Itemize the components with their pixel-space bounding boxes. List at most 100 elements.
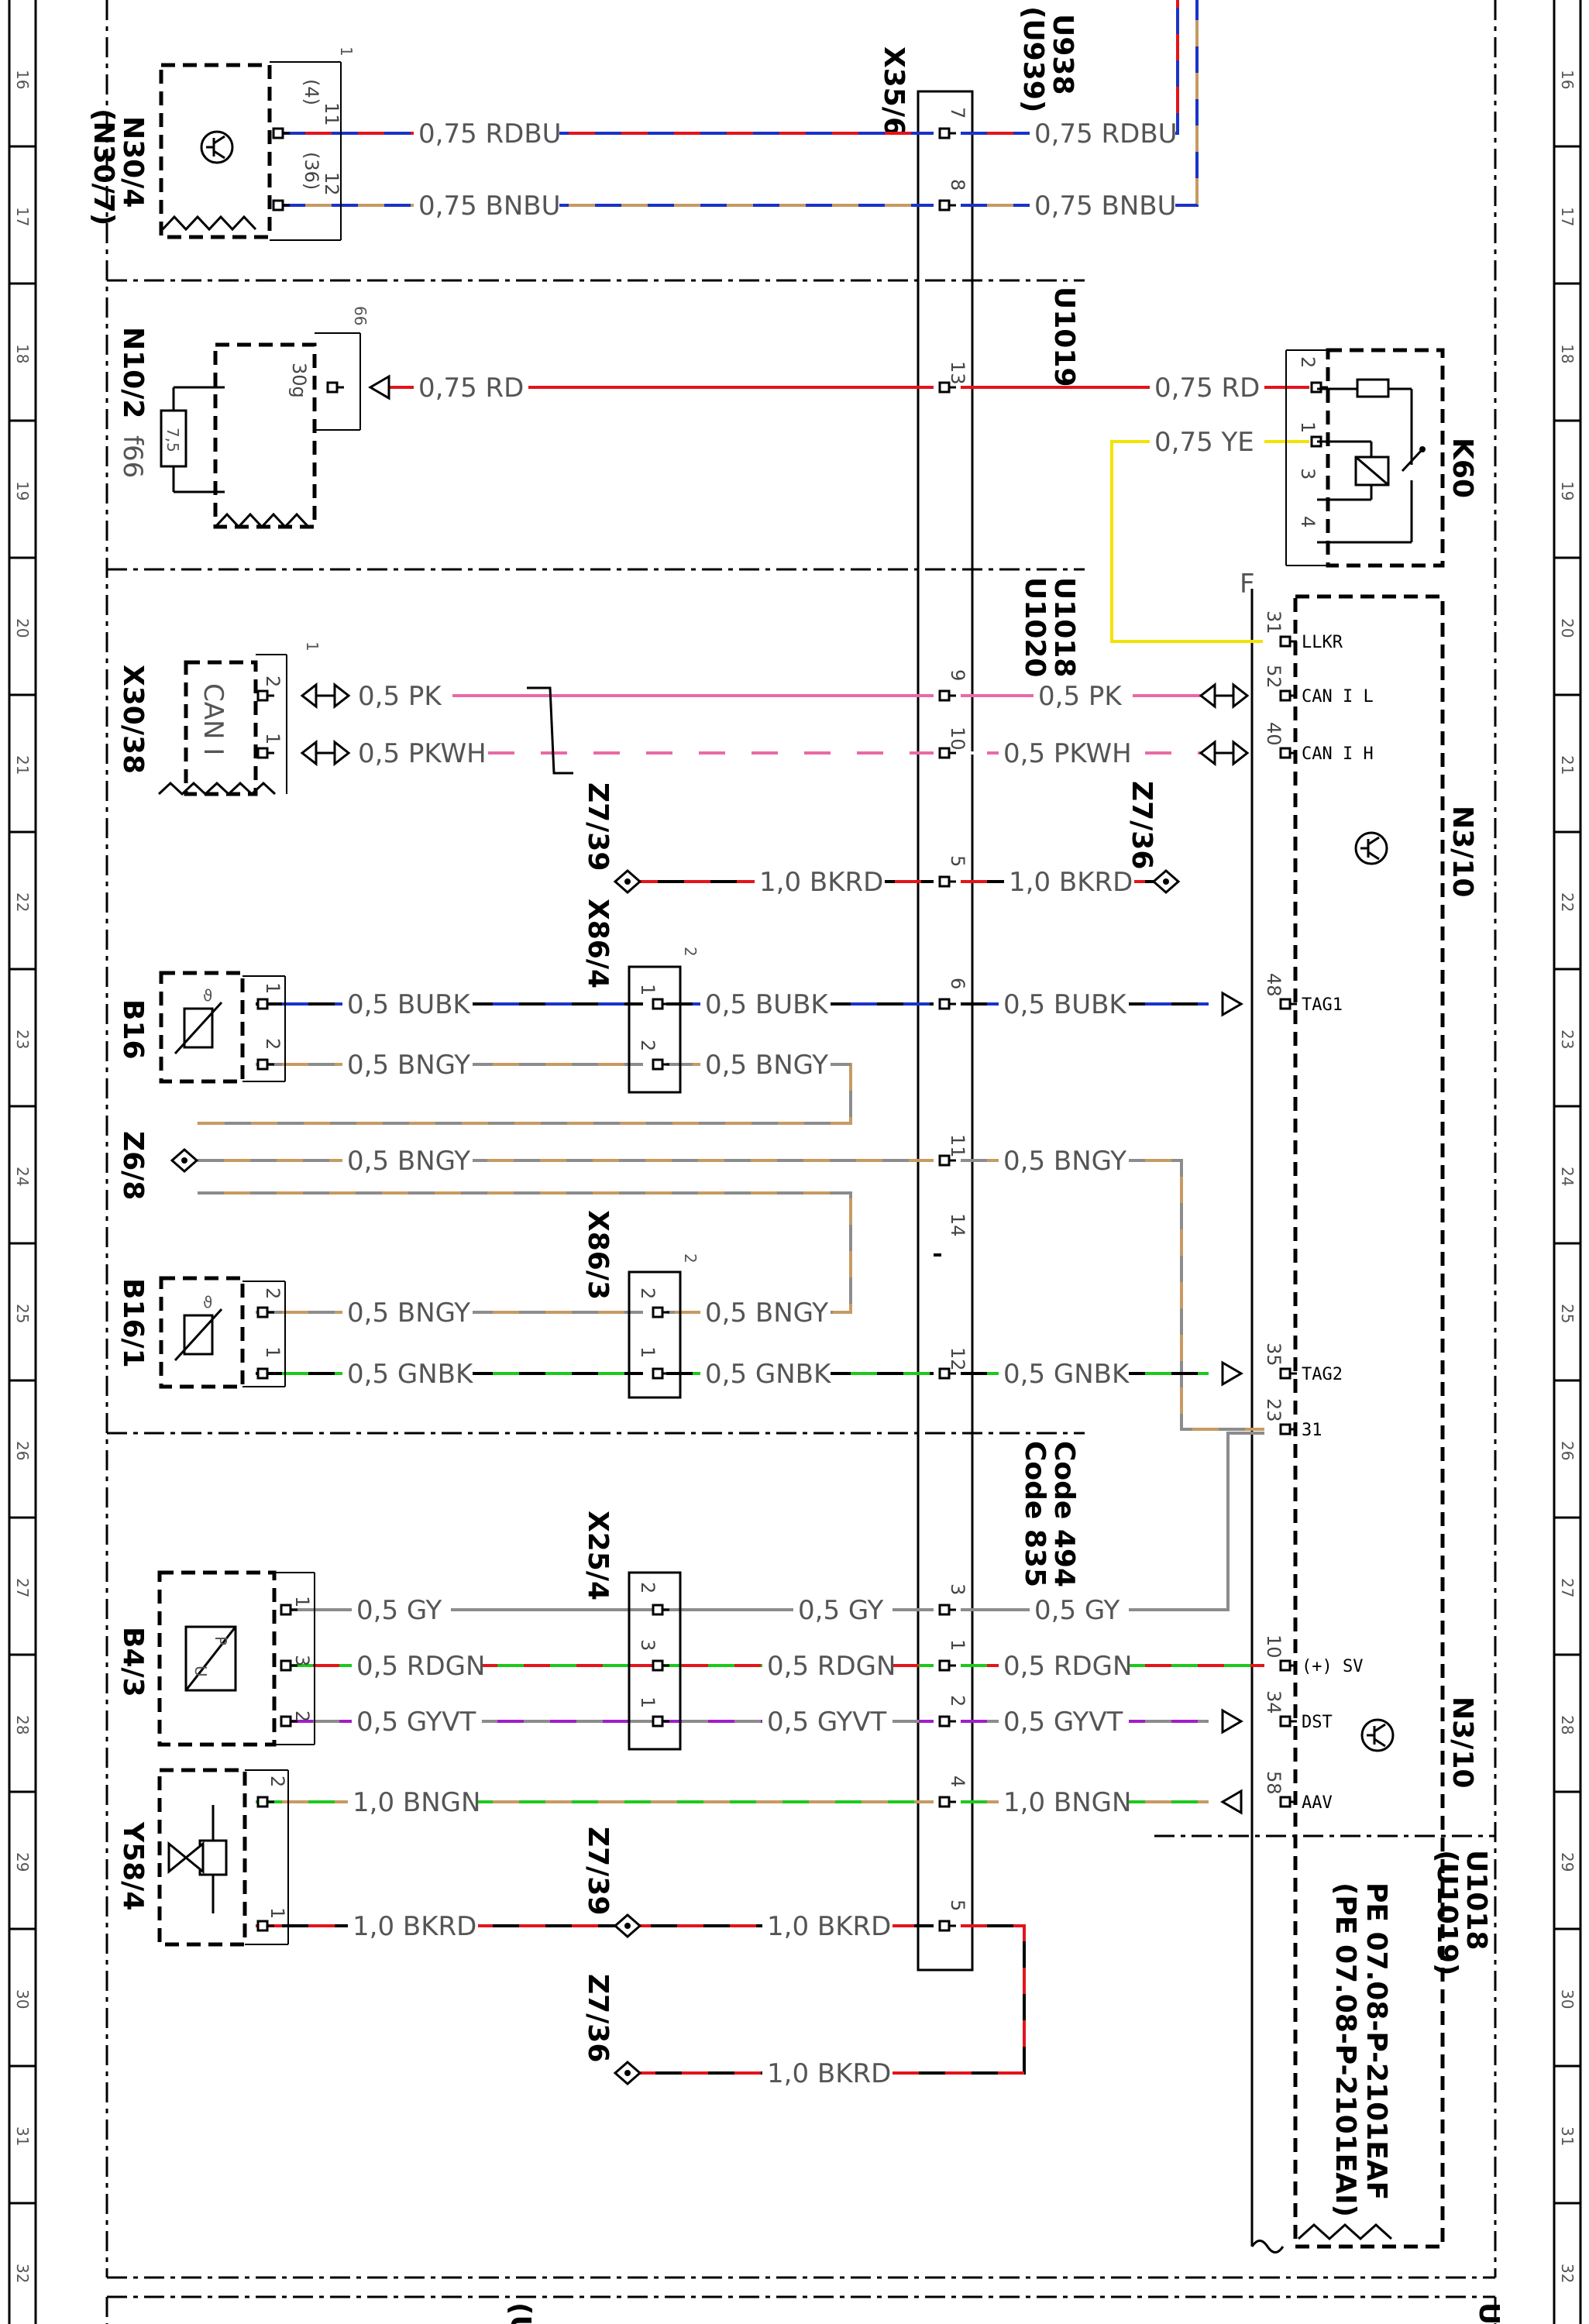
n30-4-ref: 1 bbox=[337, 46, 356, 57]
wire-bkrd bbox=[631, 1924, 1026, 2075]
x35-6-pin-number: 6 bbox=[947, 978, 968, 989]
n3-10-signal-label: AAV bbox=[1302, 1793, 1333, 1813]
k60-relay[interactable]: K60 2 1 3 4 bbox=[1285, 348, 1478, 568]
svg-text:1: 1 bbox=[637, 1697, 659, 1708]
n3-10-pin-number: 34 bbox=[1263, 1690, 1285, 1714]
output-arrow-icon bbox=[1221, 1789, 1243, 1814]
n3-10-pin-number: 35 bbox=[1263, 1342, 1285, 1367]
wire-label: 0,5 GY bbox=[798, 1595, 884, 1626]
svg-text:(36): (36) bbox=[301, 152, 322, 190]
svg-text:2: 2 bbox=[262, 1038, 284, 1050]
wires bbox=[170, 0, 1329, 2085]
x86-4-label: X86/4 bbox=[582, 899, 614, 988]
y58-4-valve[interactable]: Y58/4 2 1 bbox=[117, 1768, 289, 1947]
ruler-number: 31 bbox=[1558, 2126, 1577, 2146]
can-arrow-icon bbox=[1199, 683, 1249, 708]
x30-38-component[interactable]: CAN I X30/38 2 1 1 bbox=[117, 641, 322, 796]
wire-label: 0,5 BNGY bbox=[347, 1298, 470, 1329]
ruler-number: 20 bbox=[1558, 618, 1577, 638]
b16-label: B16 bbox=[117, 999, 149, 1060]
ruler-number: 27 bbox=[1558, 1578, 1577, 1597]
input-arrow-icon bbox=[1221, 1361, 1243, 1386]
x86-3-connector[interactable]: X86/3 2 2 1 bbox=[582, 1210, 700, 1399]
ruler-number: 30 bbox=[1558, 1989, 1577, 2009]
n3-10-unit[interactable]: F N3/10 N3/10 bbox=[1240, 569, 1478, 2254]
pin-terminal bbox=[938, 199, 958, 211]
wire-label: 0,5 BUBK bbox=[347, 989, 471, 1020]
x25-4-connector[interactable]: X25/4 2 3 1 bbox=[582, 1511, 682, 1751]
n3-10-label-bottom: N3/10 bbox=[1446, 1697, 1478, 1788]
wire-label: 0,5 BUBK bbox=[705, 989, 829, 1020]
ruler-number: 24 bbox=[13, 1167, 32, 1186]
splice-icon bbox=[614, 1913, 641, 1938]
wire-label: 0,75 YE bbox=[1154, 427, 1254, 458]
n3-10-label-top: N3/10 bbox=[1446, 806, 1478, 897]
ruler-number: 19 bbox=[1558, 481, 1577, 500]
svg-text:P: P bbox=[212, 1636, 230, 1645]
pin-terminal bbox=[256, 1058, 276, 1071]
x86-4-connector[interactable]: X86/4 2 1 2 bbox=[582, 899, 700, 1094]
n3-10-signal-label: CAN I H bbox=[1302, 744, 1374, 764]
wire-label: 0,5 GYVT bbox=[767, 1707, 887, 1738]
b4-3-label: B4/3 bbox=[117, 1627, 149, 1697]
x30-38-can-label: CAN I bbox=[198, 683, 229, 755]
n3-10-pin-number: 31 bbox=[1263, 610, 1285, 634]
pin-terminal bbox=[938, 998, 958, 1010]
z7-36-bot-label: Z7/36 bbox=[582, 1974, 614, 2062]
u1018-label: U1018 bbox=[1048, 577, 1080, 677]
u1019-label-b: (U1019) bbox=[1431, 1850, 1463, 1975]
svg-text:1: 1 bbox=[637, 1346, 659, 1358]
x35-6-pin-number: 12 bbox=[947, 1347, 968, 1371]
bottom-right-label: U bbox=[1473, 2302, 1505, 2324]
pin-terminal bbox=[938, 1659, 958, 1672]
ruler-number: 25 bbox=[1558, 1304, 1577, 1323]
x35-6-pin-number: 1 bbox=[947, 1639, 968, 1651]
ruler-number: 17 bbox=[13, 207, 32, 226]
wire-label: 0,75 RD bbox=[1154, 373, 1260, 404]
wire-label: 0,5 PK bbox=[358, 681, 442, 712]
note-line-2: (PE 07.08-P-2101EAI) bbox=[1329, 1882, 1361, 2217]
ruler-number: 32 bbox=[1558, 2264, 1577, 2283]
x35-6-pin-number: 13 bbox=[947, 361, 968, 385]
ruler-number: 16 bbox=[1558, 70, 1577, 89]
wire-label: 0,75 RD bbox=[418, 373, 524, 404]
svg-text:1: 1 bbox=[262, 982, 284, 994]
code-494-label: Code 494 bbox=[1048, 1441, 1080, 1587]
n3-10-pin-number: 10 bbox=[1263, 1635, 1285, 1659]
left-ruler bbox=[8, 0, 37, 2324]
n30-4-component[interactable]: N30/4 (N30/7) 1 11 (4) 12 (36) bbox=[88, 46, 356, 241]
wire-label: 1,0 BKRD bbox=[759, 867, 883, 898]
n30-4-label: N30/4 bbox=[117, 116, 149, 208]
n3-10-signal-label: (+) SV bbox=[1302, 1657, 1363, 1676]
pin-terminal bbox=[256, 747, 276, 759]
wire-label: 1,0 BKRD bbox=[353, 1911, 476, 1942]
svg-text:ϑ: ϑ bbox=[203, 986, 212, 1005]
b16-1-sensor[interactable]: ϑ B16/1 2 1 bbox=[117, 1276, 286, 1389]
svg-text:11: 11 bbox=[321, 102, 342, 126]
splice-icon bbox=[170, 1148, 198, 1173]
ruler-number: 23 bbox=[1558, 1030, 1577, 1049]
svg-text:30g: 30g bbox=[288, 363, 310, 398]
b16-sensor[interactable]: ϑ B16 1 2 bbox=[117, 971, 286, 1084]
n30-4-alt-label: (N30/7) bbox=[88, 108, 119, 225]
wire-label: 1,0 BKRD bbox=[1009, 867, 1133, 898]
ruler-number: 23 bbox=[13, 1030, 32, 1049]
section-labels: U938 (U939) U1019 U1018 U1020 Code 494 C… bbox=[504, 6, 1505, 2324]
pin-terminal bbox=[652, 1306, 671, 1318]
u1019-label: U1019 bbox=[1048, 287, 1080, 387]
y58-4-label: Y58/4 bbox=[117, 1821, 149, 1910]
x35-6-connector[interactable]: X35/6 bbox=[878, 46, 974, 1972]
svg-text:2: 2 bbox=[637, 1582, 659, 1593]
wire-label: 1,0 BKRD bbox=[767, 1911, 891, 1942]
n10-2-component[interactable]: 7,5 N10/2 f66 30g 66 bbox=[117, 306, 370, 529]
svg-text:2: 2 bbox=[637, 1287, 659, 1299]
n3-10-pin-number: 23 bbox=[1263, 1398, 1285, 1422]
b4-3-sensor[interactable]: P U B4/3 1 3 2 bbox=[117, 1570, 315, 1747]
svg-text:1: 1 bbox=[637, 984, 659, 995]
transistor-icon bbox=[1360, 1718, 1395, 1752]
svg-text:3: 3 bbox=[637, 1639, 659, 1651]
z7-39-top-label: Z7/39 bbox=[582, 782, 614, 871]
pin-terminal bbox=[652, 1367, 671, 1380]
